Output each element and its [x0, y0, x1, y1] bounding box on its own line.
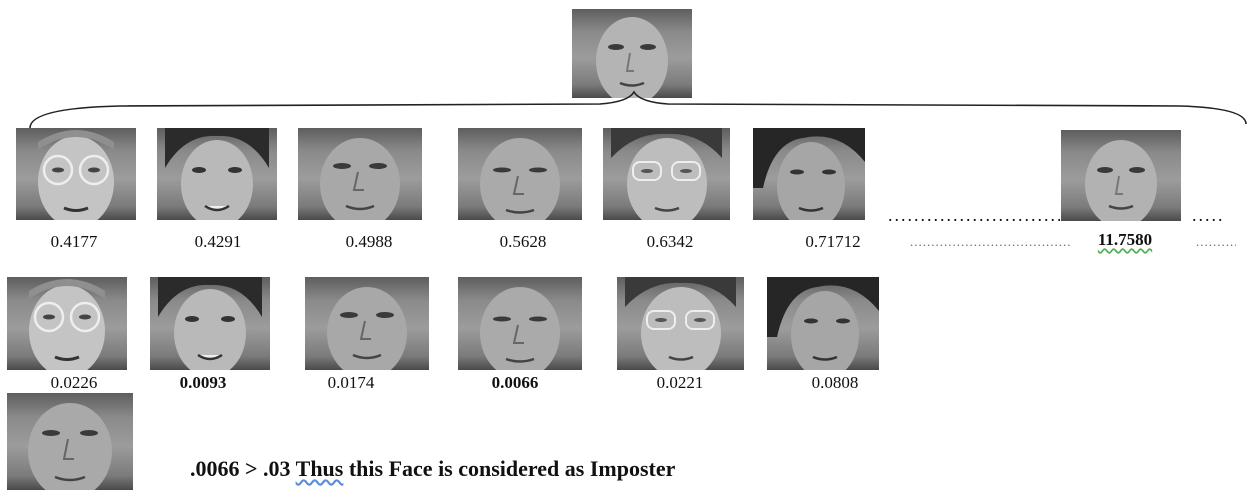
gallery-score-last-text: 11.7580: [1097, 230, 1153, 249]
comparison-brace: [29, 90, 1247, 129]
gallery-face-last: [1061, 130, 1181, 221]
gallery-face-4: [458, 128, 582, 220]
second-score-3-text: 0.0174: [327, 373, 375, 392]
gallery-score-3: 0.4988: [304, 232, 434, 252]
second-score-2-text: 0.0093: [179, 373, 227, 392]
ellipsis-dots-upper-right: .....: [1192, 206, 1225, 224]
gallery-score-1-text: 0.4177: [50, 232, 98, 251]
second-score-2: 0.0093: [138, 373, 268, 393]
gallery-face-3: [298, 128, 422, 220]
conclusion-part1: .0066 > .03: [190, 456, 296, 481]
second-score-1-text: 0.0226: [50, 373, 98, 392]
second-score-4: 0.0066: [450, 373, 580, 393]
gallery-score-4-text: 0.5628: [499, 232, 547, 251]
gallery-score-5: 0.6342: [605, 232, 735, 252]
ellipsis-dots-upper: ........................................…: [888, 206, 1060, 224]
second-row-face-2: [150, 277, 270, 370]
face-photo-woman-glasses-icon: [611, 128, 722, 220]
face-photo-young-woman-icon: [753, 128, 865, 220]
second-score-1: 0.0226: [9, 373, 139, 393]
second-row-face-5: [617, 277, 744, 370]
face-photo-woman-short-hair-icon: [28, 403, 112, 490]
gallery-score-5-text: 0.6342: [646, 232, 694, 251]
face-photo-woman-glasses-icon: [625, 277, 736, 370]
face-photo-woman-short-hair-icon: [327, 287, 407, 370]
second-score-4-text: 0.0066: [491, 373, 539, 392]
gallery-score-1: 0.4177: [9, 232, 139, 252]
face-photo-young-woman-icon: [767, 277, 879, 370]
gallery-score-2: 0.4291: [153, 232, 283, 252]
ellipsis-dots-lower: ........................................…: [910, 234, 1070, 249]
conclusion-thus: Thus: [295, 456, 344, 481]
second-row-face-1: [7, 277, 127, 370]
gallery-face-1: [16, 128, 136, 220]
conclusion-text: .0066 > .03 Thus this Face is considered…: [190, 456, 675, 482]
second-row-face-3: [305, 277, 429, 370]
second-row-face-4: [458, 277, 582, 370]
second-score-5: 0.0221: [615, 373, 745, 393]
probe-face: [572, 9, 692, 98]
gallery-face-5: [603, 128, 730, 220]
gallery-score-3-text: 0.4988: [345, 232, 393, 251]
face-photo-woman-short-hair-icon: [480, 138, 560, 220]
face-photo-young-woman-icon: [165, 128, 269, 220]
second-score-6: 0.0808: [770, 373, 900, 393]
ellipsis-dots-lower-right: ............: [1196, 234, 1236, 249]
second-score-6-text: 0.0808: [811, 373, 859, 392]
face-photo-young-woman-icon: [158, 277, 262, 370]
conclusion-part2: this Face is considered as Imposter: [343, 456, 676, 481]
face-photo-icon: [596, 17, 668, 98]
second-row-face-6: [767, 277, 879, 370]
face-photo-man-glasses-icon: [29, 279, 105, 370]
gallery-score-6-text: 0.71712: [805, 232, 861, 251]
gallery-score-6: 0.71712: [768, 232, 898, 252]
gallery-face-2: [157, 128, 277, 220]
second-score-5-text: 0.0221: [656, 373, 704, 392]
gallery-face-6: [753, 128, 865, 220]
gallery-score-2-text: 0.4291: [194, 232, 242, 251]
face-photo-man-glasses-icon: [38, 130, 114, 220]
test-face: [7, 393, 133, 490]
face-photo-probe-match-icon: [1085, 140, 1157, 221]
gallery-score-last: 11.7580: [1070, 230, 1180, 250]
face-photo-woman-short-hair-icon: [480, 287, 560, 370]
face-photo-woman-short-hair-icon: [320, 138, 400, 220]
gallery-score-4: 0.5628: [458, 232, 588, 252]
second-score-3: 0.0174: [286, 373, 416, 393]
